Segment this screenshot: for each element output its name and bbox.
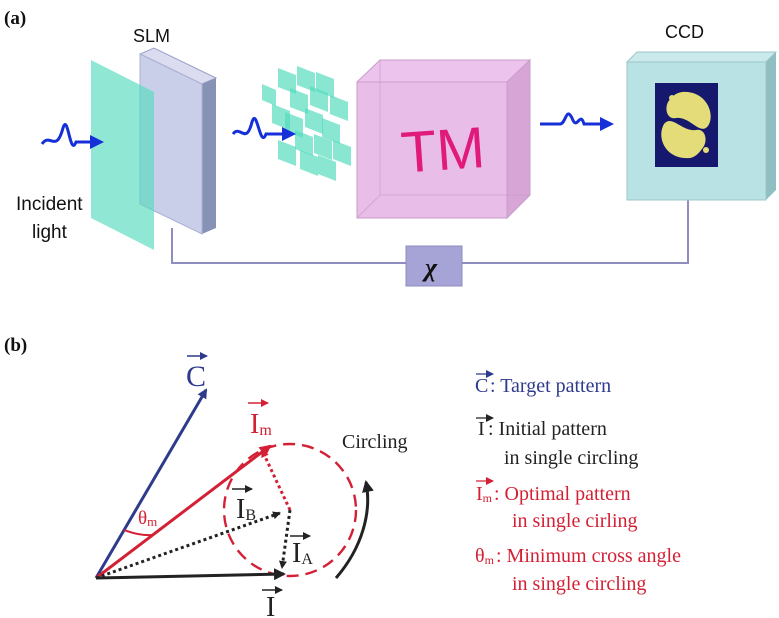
chi-symbol: χ [422,253,438,282]
incident-light-label-line2: light [32,222,68,243]
theta-angle-arc [123,529,153,537]
svg-text:θm: θm [475,545,495,567]
svg-text:: Minimum cross angle: : Minimum cross angle [496,545,681,567]
panel-a-label: (a) [4,8,26,29]
vector-c-label: C [186,352,208,393]
vector-im-arrow [95,444,272,580]
svg-text:I: I [266,592,275,618]
ccd-speckle-image [655,83,718,167]
incident-wavefront-plane [91,60,154,250]
circling-dashed-circle [222,442,358,578]
svg-text:I: I [478,418,485,440]
svg-text:: Initial pattern: : Initial pattern [488,418,607,440]
legend-initial-pattern: I : Initial pattern in single circling [476,414,638,469]
transmission-matrix-cube [355,58,532,220]
svg-text:C: C [186,360,206,393]
svg-text:: Optimal pattern: : Optimal pattern [494,483,631,505]
svg-text:in single circling: in single circling [504,447,638,469]
vector-c-arrow [94,388,208,579]
svg-text:IA: IA [292,538,313,569]
legend-optimal-pattern: Im : Optimal pattern in single cirling [476,477,638,532]
incident-wave-arrow [40,123,104,149]
slm-device [138,47,218,235]
vector-i-arrow [95,568,286,581]
theta-label: θm [138,508,157,529]
chi-processor-box [405,245,463,287]
center-to-i-dotted [278,509,292,569]
modulated-wavefront-tiles [262,66,351,181]
tm-label: TM [399,115,487,186]
vector-ib-label: IB [232,485,256,525]
svg-text:Im: Im [476,483,493,505]
svg-text:C: C [475,375,488,397]
svg-text:IB: IB [236,494,256,525]
ccd-label: CCD [665,22,704,42]
vector-ib-dotted [95,511,281,580]
svg-text:in single circling: in single circling [512,573,646,595]
slm-label: SLM [133,26,170,46]
modulated-wave-arrow [231,117,296,141]
vector-im-label: Im [248,399,272,440]
incident-light-label-line1: Incident [16,194,83,215]
vector-ia-label: IA [290,532,313,569]
circling-direction-arrow [334,480,374,579]
legend-minimum-angle: θm : Minimum cross angle in single circl… [475,545,681,595]
output-wave-arrow [540,112,614,131]
svg-text:: Target pattern: : Target pattern [490,375,611,397]
vector-i-label: I [262,586,283,618]
svg-text:in single cirling: in single cirling [512,510,638,532]
circling-label: Circling [342,431,408,453]
legend-target-pattern: C : Target pattern [475,370,611,397]
center-to-im-dotted [260,449,292,511]
svg-text:Im: Im [250,409,272,440]
panel-b-label: (b) [4,335,27,356]
